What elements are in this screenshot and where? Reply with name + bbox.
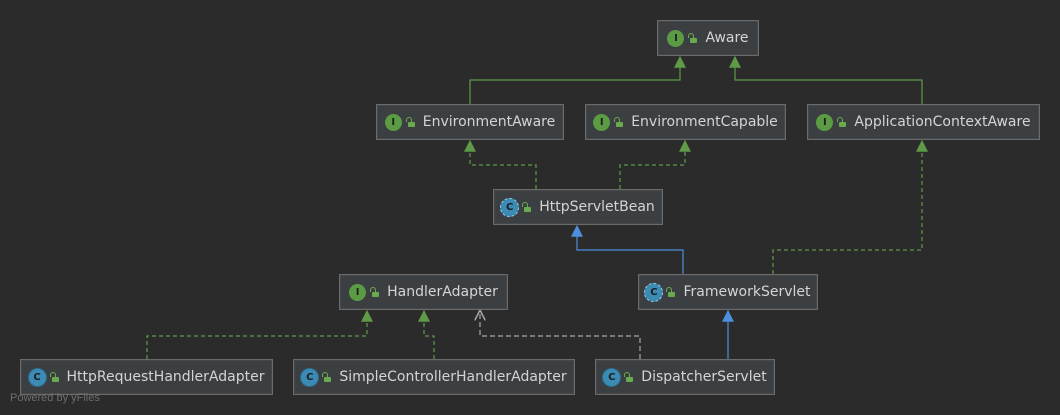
edge-httpservletbean-to-environmentaware bbox=[464, 139, 537, 189]
edge-environmentaware-to-aware bbox=[469, 55, 686, 104]
node-label: HandlerAdapter bbox=[387, 284, 498, 300]
interface-icon: I bbox=[667, 29, 685, 47]
public-lock-icon bbox=[688, 33, 698, 43]
public-lock-icon bbox=[405, 117, 415, 127]
node-label: FrameworkServlet bbox=[683, 284, 811, 300]
public-lock-icon bbox=[49, 372, 59, 382]
node-handleradapter[interactable]: I HandlerAdapter bbox=[339, 274, 508, 310]
node-label: ApplicationContextAware bbox=[854, 114, 1031, 130]
node-applicationcontextaware[interactable]: I ApplicationContextAware bbox=[807, 104, 1040, 140]
node-label: SimpleControllerHandlerAdapter bbox=[339, 369, 567, 385]
public-lock-icon bbox=[666, 287, 676, 297]
class-icon: C bbox=[603, 368, 621, 386]
abstract-class-icon: C bbox=[644, 282, 666, 302]
abstract-class-icon: C bbox=[500, 197, 522, 217]
node-dispatcherservlet[interactable]: C DispatcherServlet bbox=[595, 359, 775, 395]
interface-icon: I bbox=[349, 283, 367, 301]
edge-applicationcontextaware-to-aware bbox=[729, 55, 923, 104]
edge-dispatcherservlet-to-handleradapter bbox=[480, 311, 641, 359]
node-httpservletbean[interactable]: C HttpServletBean bbox=[493, 189, 663, 225]
public-lock-icon bbox=[522, 202, 532, 212]
node-label: HttpServletBean bbox=[539, 199, 655, 215]
edge-httpservletbean-to-environmentcapable bbox=[619, 139, 691, 189]
node-label: EnvironmentCapable bbox=[631, 114, 778, 130]
edge-frameworkservlet-to-applicationcontextaware bbox=[772, 139, 928, 274]
public-lock-icon bbox=[370, 287, 380, 297]
edge-simplecontrollerhandleradapter-to-handleradapter bbox=[418, 309, 435, 359]
interface-icon: I bbox=[593, 113, 611, 131]
node-label: EnvironmentAware bbox=[422, 114, 556, 130]
node-label: Aware bbox=[705, 30, 749, 46]
class-icon: C bbox=[301, 368, 319, 386]
public-lock-icon bbox=[322, 372, 332, 382]
public-lock-icon bbox=[837, 117, 847, 127]
interface-icon: I bbox=[384, 113, 402, 131]
node-aware[interactable]: I Aware bbox=[657, 20, 759, 56]
node-environmentcapable[interactable]: I EnvironmentCapable bbox=[585, 104, 786, 140]
node-label: HttpRequestHandlerAdapter bbox=[66, 369, 265, 385]
node-label: DispatcherServlet bbox=[641, 369, 767, 385]
edge-frameworkservlet-to-httpservletbean bbox=[571, 224, 684, 274]
interface-icon: I bbox=[816, 113, 834, 131]
node-environmentaware[interactable]: I EnvironmentAware bbox=[376, 104, 564, 140]
class-icon: C bbox=[28, 368, 46, 386]
public-lock-icon bbox=[624, 372, 634, 382]
node-simplecontrollerhandleradapter[interactable]: C SimpleControllerHandlerAdapter bbox=[293, 359, 575, 395]
node-frameworkservlet[interactable]: C FrameworkServlet bbox=[638, 274, 818, 310]
edge-httprequesthandleradapter-to-handleradapter bbox=[146, 309, 373, 359]
node-httprequesthandleradapter[interactable]: C HttpRequestHandlerAdapter bbox=[20, 359, 273, 395]
watermark: Powered by yFiles bbox=[10, 392, 100, 404]
public-lock-icon bbox=[614, 117, 624, 127]
